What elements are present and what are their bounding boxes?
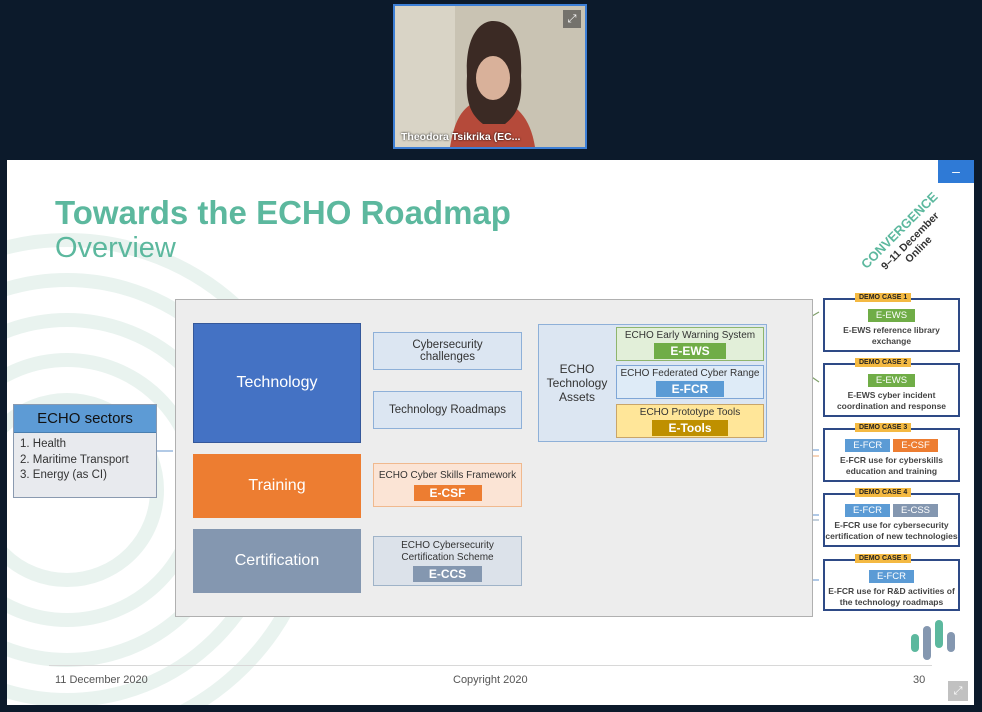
participant-video <box>395 6 585 147</box>
demo-case-2: DEMO CASE 2 E-EWS E-EWS cyber incident c… <box>823 358 960 417</box>
demo-case-label: DEMO CASE 5 <box>855 554 912 563</box>
roadmaps-label: Technology Roadmaps <box>389 404 506 416</box>
skills-framework-label: ECHO Cyber Skills Framework <box>378 469 517 481</box>
sectors-list: 1. Health 2. Maritime Transport 3. Energ… <box>14 433 156 488</box>
participant-video-tile[interactable]: ⤢ Theodora Tsikrika (EC... <box>393 4 587 149</box>
challenges-label: Cybersecurity challenges <box>412 339 483 363</box>
slide-title: Towards the ECHO Roadmap <box>55 194 511 231</box>
demo-tag: E-FCR <box>844 504 890 517</box>
sector-item: 3. Energy (as CI) <box>20 469 107 481</box>
certification-scheme-label: ECHO Cybersecurity Certification Scheme <box>401 540 494 563</box>
demo-case-label: DEMO CASE 1 <box>855 293 912 302</box>
fullscreen-icon[interactable]: ⤢ <box>948 681 968 701</box>
sector-item: 1. Health <box>20 438 67 450</box>
demo-tag: E-FCR <box>845 439 891 452</box>
asset-fcr-tag: E-FCR <box>655 380 725 397</box>
demo-case-label: DEMO CASE 3 <box>855 423 912 432</box>
certification-scheme-box: ECHO Cybersecurity Certification Scheme … <box>373 536 522 586</box>
demo-case-4: DEMO CASE 4 E-FCR E-CSS E-FCR use for cy… <box>823 488 960 547</box>
footer-copyright: Copyright 2020 <box>453 674 528 686</box>
demo-case-label: DEMO CASE 4 <box>855 488 912 497</box>
footer-divider <box>49 665 932 666</box>
demo-case-3: DEMO CASE 3 E-FCR E-CSF E-FCR use for cy… <box>823 423 960 482</box>
demo-case-text: E-EWS reference library exchange <box>843 325 940 346</box>
echo-sectors-box: ECHO sectors 1. Health 2. Maritime Trans… <box>13 404 157 498</box>
certification-scheme-tag: E-CCS <box>412 566 483 582</box>
echo-logo-icon <box>911 620 955 660</box>
participant-name: Theodora Tsikrika (EC... <box>401 131 521 143</box>
assets-label: ECHO Technology Assets <box>546 362 608 404</box>
demo-case-text: E-FCR use for R&D activities of the tech… <box>828 586 955 607</box>
demo-tag: E-EWS <box>867 374 916 387</box>
asset-fcr-label: ECHO Federated Cyber Range <box>620 367 760 379</box>
demo-case-5: DEMO CASE 5 E-FCR E-FCR use for R&D acti… <box>823 554 960 611</box>
demo-case-text: E-FCR use for cybersecurity certificatio… <box>825 520 958 541</box>
pillar-training: Training <box>193 454 361 518</box>
pillar-technology: Technology <box>193 323 361 443</box>
demo-tag: E-EWS <box>867 309 916 322</box>
demo-tag: E-FCR <box>868 570 915 583</box>
shared-slide: – Towards the ECHO Roadmap Overview CONV… <box>7 160 974 705</box>
roadmaps-box: Technology Roadmaps <box>373 391 522 429</box>
asset-tools: ECHO Prototype Tools E-Tools <box>616 404 764 438</box>
convergence-stamp: CONVERGENCE 9–11 December Online <box>859 190 942 273</box>
asset-tools-label: ECHO Prototype Tools <box>639 406 741 418</box>
demo-case-label: DEMO CASE 2 <box>855 358 912 367</box>
footer-page-number: 30 <box>913 674 926 686</box>
demo-tag: E-CSS <box>892 504 939 517</box>
skills-framework-box: ECHO Cyber Skills Framework E-CSF <box>373 463 522 507</box>
slide-subtitle: Overview <box>55 232 176 264</box>
demo-tag: E-CSF <box>893 439 938 452</box>
asset-tools-tag: E-Tools <box>652 419 728 436</box>
asset-ews-label: ECHO Early Warning System <box>624 329 756 341</box>
minimize-button[interactable]: – <box>938 160 974 183</box>
pillar-certification: Certification <box>193 529 361 593</box>
demo-case-1: DEMO CASE 1 E-EWS E-EWS reference librar… <box>823 293 960 352</box>
asset-ews-tag: E-EWS <box>654 342 726 359</box>
sector-item: 2. Maritime Transport <box>20 453 129 466</box>
expand-icon[interactable]: ⤢ <box>563 10 581 28</box>
footer-date: 11 December 2020 <box>55 674 148 686</box>
sectors-heading: ECHO sectors <box>14 405 156 433</box>
challenges-box: Cybersecurity challenges <box>373 332 522 370</box>
demo-case-text: E-FCR use for cyberskills education and … <box>840 455 943 476</box>
asset-fcr: ECHO Federated Cyber Range E-FCR <box>616 365 764 399</box>
demo-case-text: E-EWS cyber incident coordination and re… <box>836 390 947 411</box>
skills-framework-tag: E-CSF <box>413 484 482 501</box>
asset-ews: ECHO Early Warning System E-EWS <box>616 327 764 361</box>
